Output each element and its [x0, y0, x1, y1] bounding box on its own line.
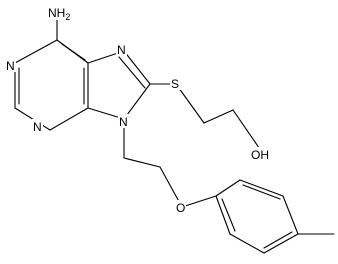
- bond-ar4-ar5: [263, 233, 299, 254]
- bond-n7-c8: [123, 50, 151, 85]
- bond-n3-c4: [49, 107, 89, 131]
- bond-sulfur-ch2: [175, 83, 205, 124]
- sulfur-label: S: [171, 77, 179, 91]
- hydroxyl-label: OH: [251, 148, 269, 162]
- bond-ar4-ar5-double: [263, 231, 293, 249]
- bond-c6-n1: [14, 39, 58, 64]
- bond-ch2-ch2: [203, 109, 234, 124]
- bond-ar3-ar4: [282, 195, 299, 235]
- n7-label: N: [117, 43, 126, 57]
- n1-label: N: [6, 59, 15, 73]
- bond-lines: [14, 19, 335, 254]
- bond-ether-oxygen-aryl: [181, 195, 217, 208]
- bond-ch2-ch2-b: [123, 157, 161, 168]
- bond-ar1-ar2: [215, 179, 241, 197]
- bond-ar6-ar1: [215, 195, 231, 235]
- amine-label: NH2: [48, 6, 70, 22]
- bond-ar5-ar6: [229, 233, 265, 254]
- n9-label: N: [119, 115, 128, 129]
- bond-c8-n9: [123, 83, 151, 120]
- bond-ar2-ar3-double: [242, 184, 281, 200]
- ether-oxygen-label: O: [176, 201, 185, 215]
- bond-ar2-ar3: [239, 179, 284, 197]
- atom-labels: NH2 N N N N S OH O: [5, 4, 272, 215]
- n3-label: N: [33, 120, 42, 134]
- bond-c6-c5-double: [61, 43, 86, 61]
- bond-ar6-ar1-double: [221, 198, 236, 232]
- bond-n7-c8-double: [118, 56, 146, 89]
